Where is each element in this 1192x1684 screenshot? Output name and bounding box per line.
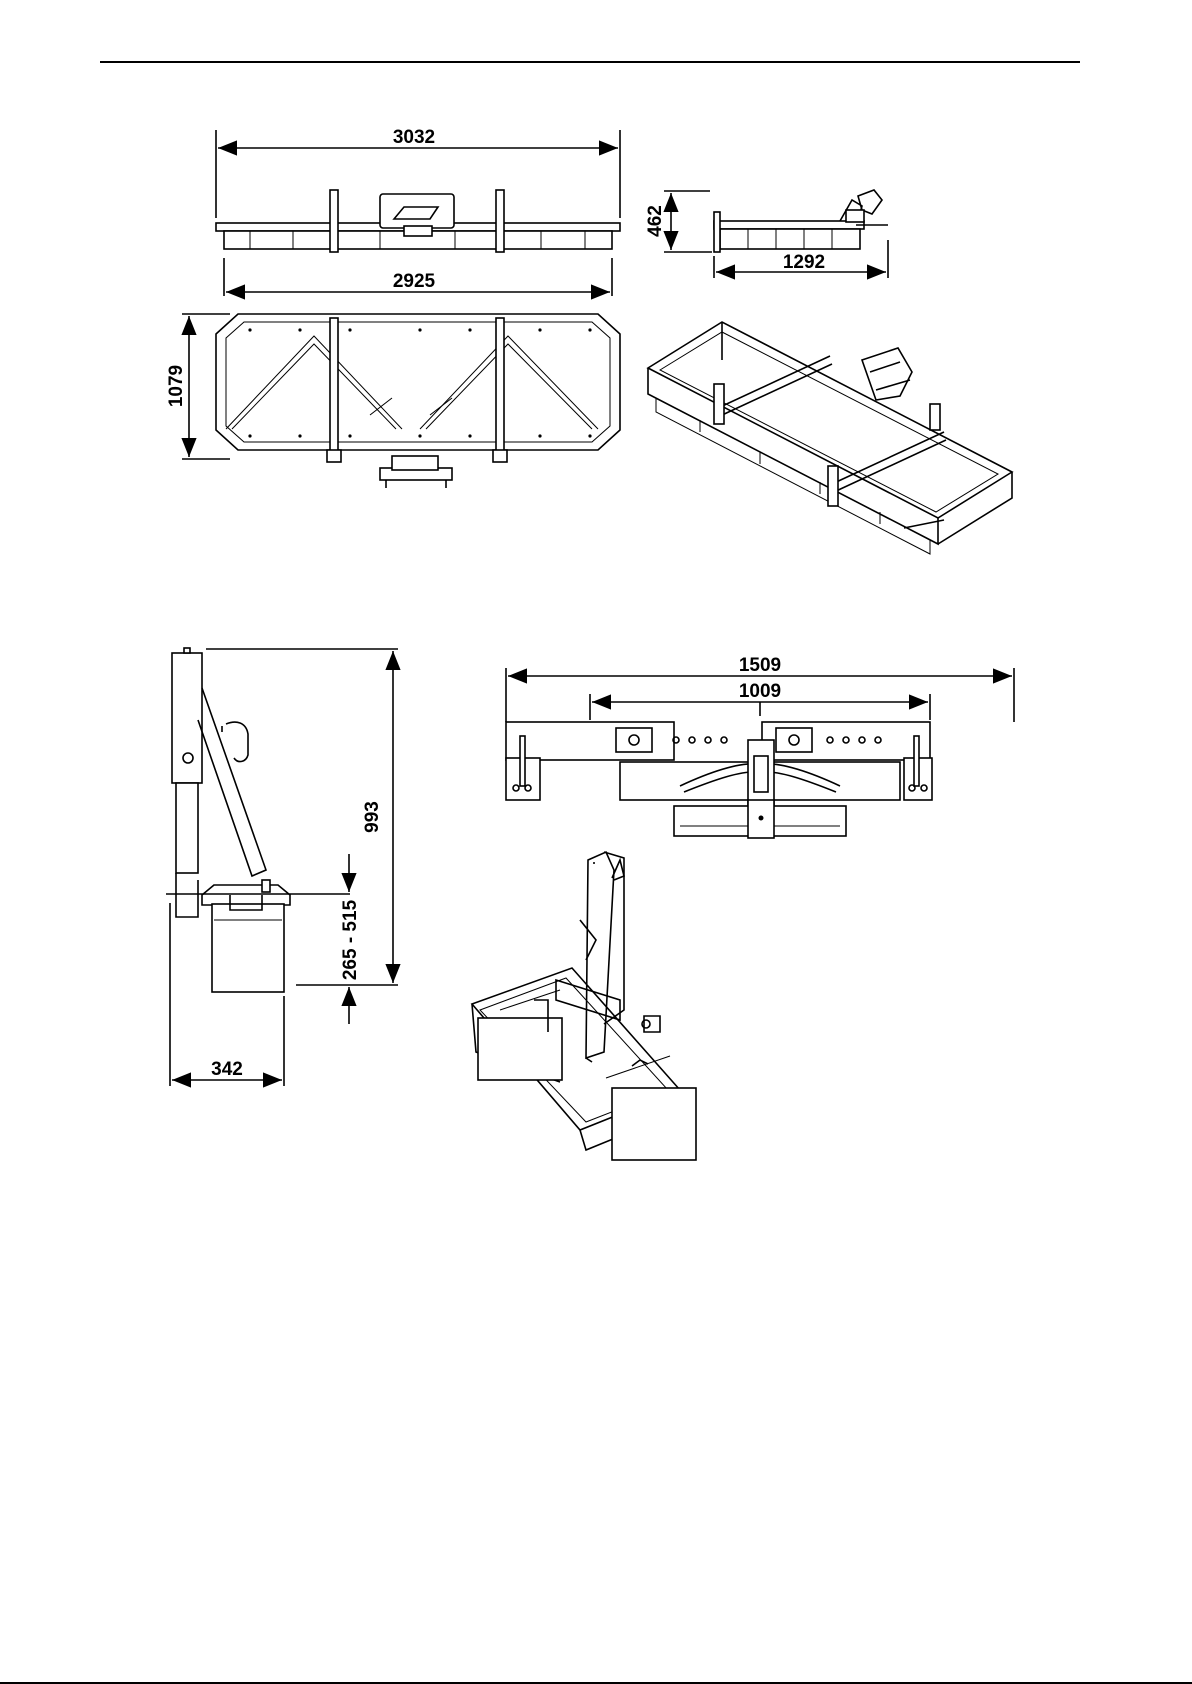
mount-isometric-view [472, 852, 696, 1160]
dim-side-depth: 1292 [783, 252, 825, 273]
dim-front-inner-width: 1009 [739, 681, 781, 702]
dim-mount-depth: 342 [211, 1059, 243, 1080]
blade-isometric-view [648, 322, 1012, 554]
dim-overall-width: 3032 [393, 127, 435, 148]
dim-mount-adjust-range: 265 - 515 [340, 899, 361, 980]
blade-side-view [664, 190, 888, 278]
dim-side-height: 462 [645, 205, 666, 237]
mount-side-view [166, 648, 398, 1086]
dim-mount-height: 993 [362, 801, 383, 833]
dim-plan-depth: 1079 [166, 365, 187, 407]
dim-front-outer-width: 1509 [739, 655, 781, 676]
dim-inner-width: 2925 [393, 271, 436, 292]
blade-plan-view [182, 314, 620, 488]
